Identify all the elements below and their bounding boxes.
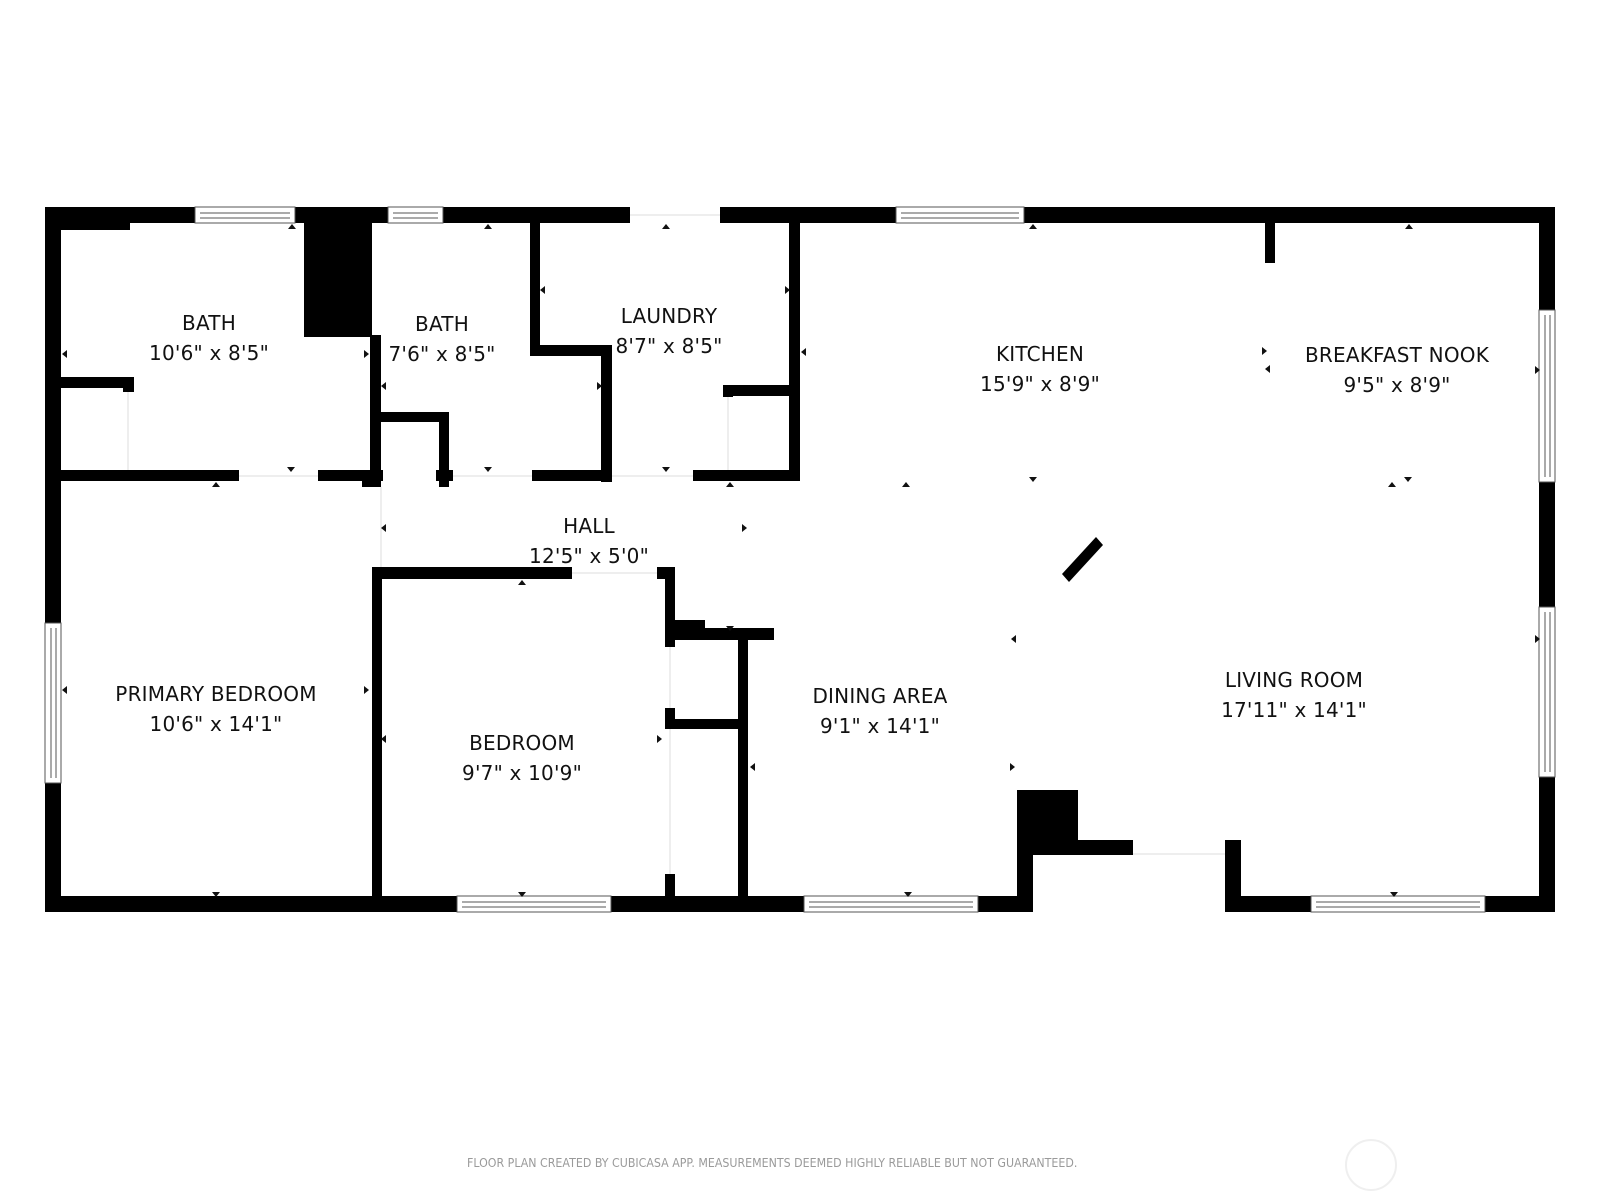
room-dimensions: 12'5" x 5'0" (529, 544, 649, 568)
room-label-primary-bedroom: PRIMARY BEDROOM 10'6" x 14'1" (115, 679, 316, 739)
room-label-kitchen: KITCHEN 15'9" x 8'9" (980, 339, 1100, 399)
room-label-bedroom: BEDROOM 9'7" x 10'9" (462, 728, 582, 788)
room-name: BATH (182, 311, 236, 335)
room-dimensions: 8'7" x 8'5" (615, 334, 723, 358)
windows (44, 206, 1556, 913)
room-name: HALL (563, 514, 615, 538)
disclaimer-text: FLOOR PLAN CREATED BY CUBICASA APP. MEAS… (467, 1156, 1078, 1170)
room-name: BREAKFAST NOOK (1304, 343, 1490, 367)
room-label-breakfast-nook: BREAKFAST NOOK 9'5" x 8'9" (1305, 340, 1489, 400)
room-dimensions: 10'6" x 8'5" (149, 341, 269, 365)
interior-walls (61, 207, 1275, 912)
room-label-laundry: LAUNDRY 8'7" x 8'5" (615, 301, 722, 361)
room-name: PRIMARY BEDROOM (115, 682, 317, 706)
room-label-dining-area: DINING AREA 9'1" x 14'1" (812, 681, 947, 741)
room-name: LAUNDRY (620, 304, 718, 328)
door-openings (127, 214, 1225, 874)
room-label-bath-1: BATH 10'6" x 8'5" (149, 308, 269, 368)
exterior-walls (45, 207, 1555, 912)
room-name: BEDROOM (469, 731, 575, 755)
room-dimensions: 10'6" x 14'1" (149, 712, 283, 736)
cubicasa-logo-icon (1345, 1139, 1397, 1191)
room-dimensions: 17'11" x 14'1" (1221, 698, 1367, 722)
room-dimensions: 9'1" x 14'1" (820, 714, 940, 738)
room-name: KITCHEN (995, 342, 1085, 366)
room-label-living-room: LIVING ROOM 17'11" x 14'1" (1221, 665, 1367, 725)
room-dimensions: 7'6" x 8'5" (388, 342, 496, 366)
room-name: DINING AREA (812, 684, 948, 708)
room-dimensions: 15'9" x 8'9" (980, 372, 1100, 396)
room-dimensions: 9'5" x 8'9" (1343, 373, 1451, 397)
room-label-hall: HALL 12'5" x 5'0" (529, 511, 649, 571)
room-dimensions: 9'7" x 10'9" (462, 761, 582, 785)
room-name: BATH (415, 312, 469, 336)
dimension-markers (62, 224, 1540, 897)
room-label-bath-2: BATH 7'6" x 8'5" (388, 309, 495, 369)
room-name: LIVING ROOM (1224, 668, 1364, 692)
